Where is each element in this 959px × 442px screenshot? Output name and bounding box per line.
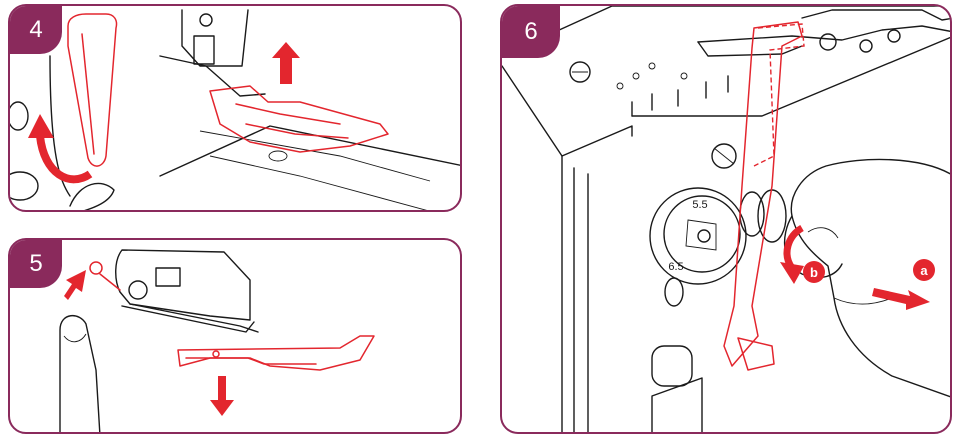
mechanism-screw-1 xyxy=(819,33,837,51)
dial-top-value: 5.5 xyxy=(692,199,707,211)
press-button-arrow xyxy=(64,270,86,300)
step-4-panel: 4 xyxy=(8,4,462,212)
release-button xyxy=(89,261,103,275)
hand-finger-crease xyxy=(833,297,893,305)
hand-thumb xyxy=(783,215,843,279)
callout-b-circle xyxy=(803,261,825,283)
ankle-block xyxy=(155,267,181,287)
lever-curve-arrow-head xyxy=(28,114,54,138)
stitch-scale-marks xyxy=(631,75,729,117)
detached-presser-foot-sole xyxy=(185,357,317,365)
presser-foot-lever xyxy=(67,13,118,167)
side-knob xyxy=(10,101,29,131)
top-hole-2 xyxy=(632,72,640,80)
finger-outline xyxy=(59,315,101,432)
front-lower-panel xyxy=(651,377,703,432)
step-4-number-badge: 4 xyxy=(10,6,62,54)
top-hole-3 xyxy=(648,62,656,70)
top-hole-1 xyxy=(616,82,624,90)
front-button xyxy=(651,345,693,387)
presser-bar xyxy=(193,35,215,65)
thumb-screw-knob xyxy=(757,189,787,243)
presser-foot-lever-edge xyxy=(81,33,95,155)
detached-presser-foot-hole xyxy=(212,350,220,358)
foot-mount-screw-slot xyxy=(713,147,735,165)
presser-bar-housing xyxy=(181,9,249,67)
front-lever xyxy=(664,277,684,307)
step-6-illustration: 5.5 6.5 b a xyxy=(502,6,950,432)
rotate-arrow-b-head xyxy=(780,262,804,284)
machine-top-surface xyxy=(502,6,950,117)
callout-b-label: b xyxy=(810,265,818,280)
step-6-panel: 6 5.5 6.5 xyxy=(500,4,952,434)
top-screw xyxy=(569,61,591,83)
callout-a-label: a xyxy=(920,263,928,278)
rotate-arrow-b-shaft xyxy=(783,224,804,271)
machine-front-edge xyxy=(502,65,563,157)
presser-ankle-removed xyxy=(723,21,803,367)
ankle-previous-position xyxy=(753,23,805,167)
throat-plate-groove xyxy=(209,155,427,210)
mechanism-screw-2 xyxy=(859,39,873,53)
top-hole-4 xyxy=(680,72,688,80)
ankle-shank xyxy=(159,55,266,97)
lever-curve-arrow-shaft xyxy=(36,135,93,184)
presser-foot-detail xyxy=(235,103,341,125)
lift-up-arrow xyxy=(272,42,300,84)
thumb-screw xyxy=(199,13,213,27)
mechanism-screw-3 xyxy=(887,29,901,43)
detached-presser-foot xyxy=(177,335,375,371)
presser-foot-outline xyxy=(209,85,389,153)
foot-mount-screw xyxy=(711,143,737,169)
machine-side-contour xyxy=(49,55,71,197)
presser-ankle xyxy=(115,249,251,321)
feed-slot xyxy=(199,130,431,182)
ankle-pivot xyxy=(128,280,148,300)
machine-front-bevel xyxy=(573,167,589,432)
ankle-lower-edge xyxy=(121,305,255,333)
presser-foot-sole xyxy=(245,123,349,139)
tension-dial-face xyxy=(663,195,741,273)
handwheel xyxy=(10,171,39,201)
step-5-number-badge: 5 xyxy=(10,240,62,288)
ankle-spring-bar xyxy=(129,303,259,333)
drop-down-arrow xyxy=(210,376,234,416)
release-lever xyxy=(99,273,121,291)
needle-plate-mechanism xyxy=(697,25,950,43)
tension-dial-rim xyxy=(649,187,747,285)
dial-bottom-value: 6.5 xyxy=(668,261,683,273)
step-5-panel: 5 xyxy=(8,238,462,434)
presser-ankle-foot-clamp xyxy=(737,337,775,371)
callout-a-circle xyxy=(913,259,935,281)
dial-center xyxy=(697,229,711,243)
needle-hole xyxy=(268,150,288,162)
machine-corner xyxy=(561,125,633,157)
throat-plate-edge xyxy=(159,125,460,177)
step-6-number-badge: 6 xyxy=(502,6,560,58)
hand-thumb-nail xyxy=(807,227,839,239)
dial-diamond xyxy=(685,219,717,251)
mechanism-upper-edge xyxy=(801,9,950,21)
pull-arrow-a xyxy=(872,288,930,310)
step-4-illustration xyxy=(10,9,460,210)
needle-clamp xyxy=(697,41,803,57)
finger-outline xyxy=(69,182,115,210)
finger-nail xyxy=(63,333,87,343)
step-5-illustration xyxy=(59,249,375,432)
